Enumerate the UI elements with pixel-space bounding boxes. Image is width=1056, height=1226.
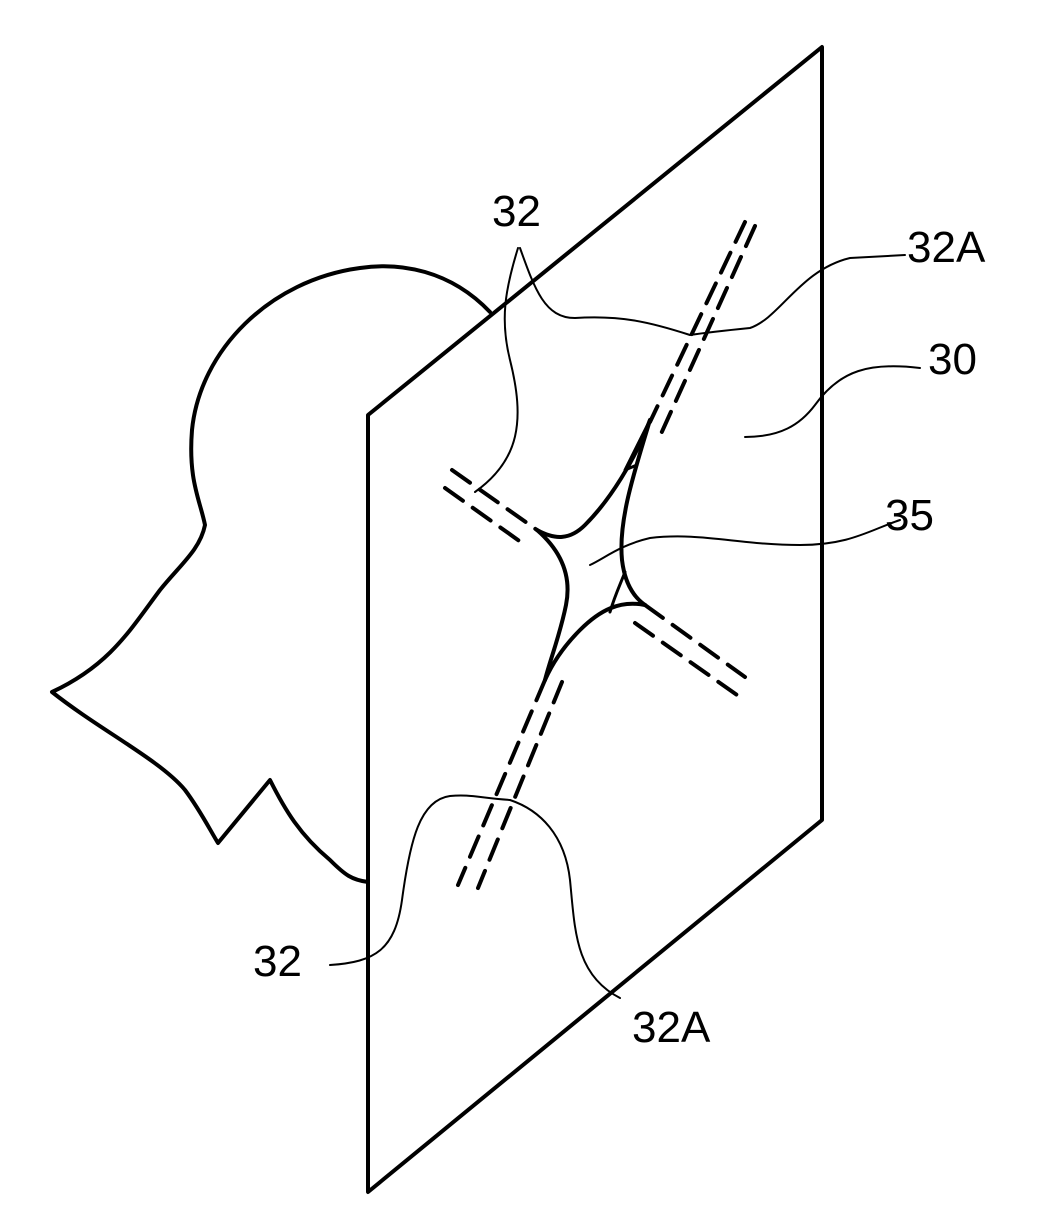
- blob-outline: [50, 264, 492, 884]
- label-30: 30: [928, 335, 977, 384]
- label-32a-top: 32A: [907, 223, 986, 272]
- label-32-bottom: 32: [253, 937, 302, 986]
- label-32a-bottom: 32A: [632, 1003, 711, 1052]
- label-32-top: 32: [492, 187, 541, 236]
- aperture-35: [535, 418, 652, 682]
- label-35: 35: [885, 491, 934, 540]
- leader-lines: [329, 247, 921, 999]
- plane-30: [366, 45, 824, 1194]
- dashed-lines-32a: [443, 220, 757, 890]
